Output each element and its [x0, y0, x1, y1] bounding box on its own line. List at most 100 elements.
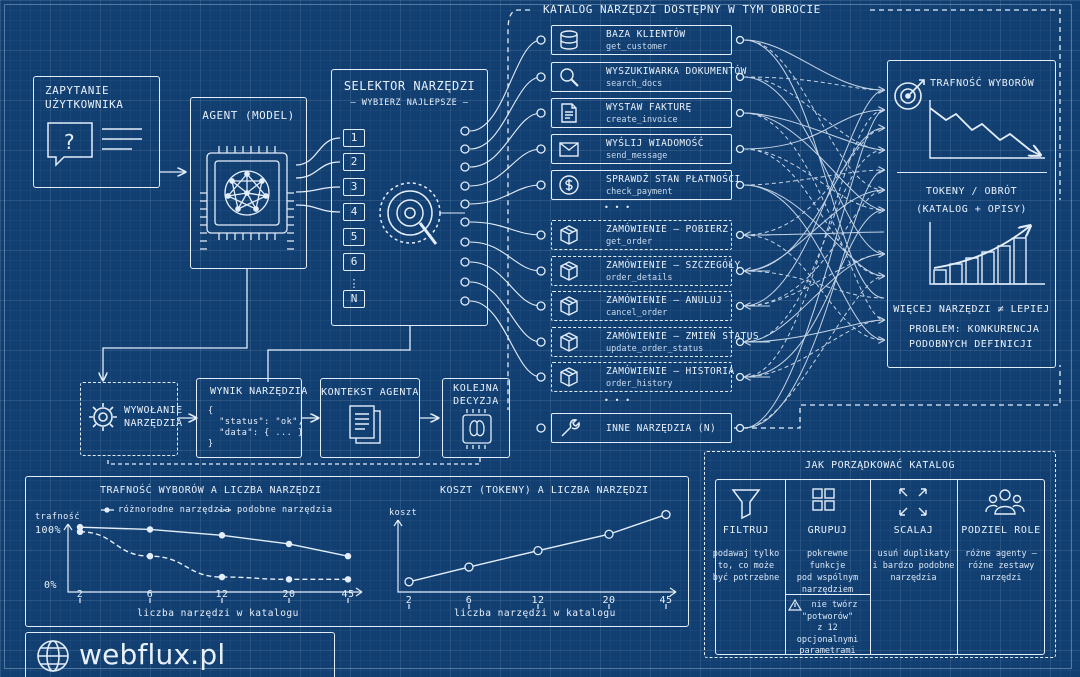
tool-competition-line — [743, 76, 885, 255]
x-tick-label: 2 — [405, 595, 413, 606]
strategies-title: JAK PORZĄDKOWAĆ KATALOG — [805, 460, 955, 471]
x-tick-label: 6 — [465, 595, 473, 606]
selector-slot: 2 — [343, 153, 365, 171]
wrench-icon — [561, 419, 580, 437]
tool-competition-line — [743, 149, 885, 343]
selector-subtitle: — WYBIERZ NAJLEPSZE — — [350, 98, 469, 108]
warning-icon — [787, 598, 803, 611]
agent-context-title: KONTEKST AGENTA — [321, 387, 419, 398]
tool-port — [536, 337, 546, 347]
chart1-axes — [63, 523, 363, 597]
warning-line: parametrami — [799, 646, 856, 656]
tool-name: ZAMÓWIENIE – ANULUJ — [606, 295, 723, 306]
target-hit-icon — [894, 79, 925, 110]
tool-function: create_invoice — [606, 115, 678, 125]
x-tick-label: 2 — [76, 589, 84, 600]
tool-out-port — [735, 372, 745, 382]
data-point — [146, 552, 154, 560]
selector-slot: 5 — [343, 228, 365, 246]
tool-function: get_order — [606, 237, 653, 247]
tool-name: BAZA KLIENTÓW — [606, 29, 686, 40]
package-icon — [560, 261, 578, 281]
tool-competition-line — [743, 190, 884, 272]
strategy-label: SCALAJ — [893, 525, 934, 536]
agent-context-box — [320, 378, 420, 458]
strategy-desc-line: podawaj tylko — [712, 549, 780, 559]
chart2-xlabel: liczba narzędzi w katalogu — [454, 608, 616, 619]
selector-port — [460, 237, 470, 247]
ellipsis-2: • • • — [604, 396, 631, 405]
data-point — [344, 552, 352, 560]
tool-function: cancel_order — [606, 308, 668, 318]
code-line: } — [208, 439, 214, 449]
tool-call-box — [80, 382, 178, 456]
other-tools-card[interactable]: INNE NARZĘDZIA (N) — [551, 413, 732, 443]
selector-port — [460, 217, 470, 227]
problem-line-1: PROBLEM: KONKURENCJA — [909, 324, 1040, 335]
user-query-title-2: UŻYTKOWNIKA — [45, 98, 124, 111]
globe-icon — [37, 640, 69, 672]
tool-port — [536, 180, 546, 190]
data-point — [218, 573, 226, 581]
warning-divider — [785, 594, 870, 595]
database-icon — [560, 30, 578, 50]
strategy-desc-line: narzędzia — [890, 573, 937, 583]
tool-card-create-invoice[interactable]: WYSTAW FAKTURĘ create_invoice — [551, 98, 732, 128]
tool-out-port — [735, 35, 745, 45]
next-decision-line-2: DECYZJA — [453, 396, 499, 407]
token-bars-graph — [929, 222, 1045, 285]
package-icon — [560, 332, 578, 352]
coin-icon — [559, 175, 579, 195]
series-line — [79, 531, 348, 581]
documents-icon — [349, 405, 381, 444]
strategy-label: PODZIEL ROLE — [961, 525, 1041, 536]
selector-slot: ⋮ — [348, 277, 360, 290]
selector-port — [460, 277, 470, 287]
tool-competition-line — [743, 112, 884, 210]
data-point — [533, 545, 543, 556]
chart1-legend-2: podobne narzędzia — [237, 505, 333, 515]
tool-port — [536, 108, 546, 118]
tool-competition-line — [743, 184, 885, 277]
tool-competition-line — [743, 275, 885, 429]
tool-out-port — [735, 301, 745, 311]
tool-competition-line — [743, 39, 884, 90]
tool-out-port — [735, 144, 745, 154]
chart1-legend-glyphs — [101, 507, 232, 513]
chart1-legend-1: różnorodne narzędzia — [118, 505, 231, 515]
tool-competition-line — [743, 170, 884, 429]
tool-competition-line — [743, 253, 885, 343]
tool-name: SPRAWDŹ STAN PŁATNOŚCI — [606, 174, 741, 185]
tool-port — [536, 230, 546, 240]
tool-name: WYSTAW FAKTURĘ — [606, 102, 692, 113]
x-tick-label: 45 — [341, 589, 355, 600]
tool-competition-line — [743, 270, 885, 299]
strategy-desc-line: funkcje — [809, 561, 846, 571]
code-line: { — [208, 406, 214, 416]
selector-box — [331, 69, 488, 326]
data-point — [76, 528, 84, 536]
user-query-box — [33, 76, 160, 188]
selector-port — [460, 162, 470, 172]
chart1-xlabel: liczba narzędzi w katalogu — [137, 608, 299, 619]
x-tick-label: 20 — [282, 589, 296, 600]
tool-competition-line — [743, 209, 885, 378]
strategy-desc-line: być potrzebne — [712, 573, 780, 583]
tool-name: ZAMÓWIENIE – ZMIEŃ STATUS — [606, 331, 759, 342]
tool-result-box — [196, 378, 302, 458]
tool-name: ZAMÓWIENIE – SZCZEGÓŁY — [606, 260, 741, 271]
selector-slot: 6 — [343, 253, 365, 271]
selector-port — [460, 126, 470, 136]
tool-port — [536, 72, 546, 82]
brand-name[interactable]: webflux.pl — [79, 638, 226, 671]
tool-card-cancel-order[interactable]: ZAMÓWIENIE – ANULUJ cancel_order — [551, 291, 732, 321]
